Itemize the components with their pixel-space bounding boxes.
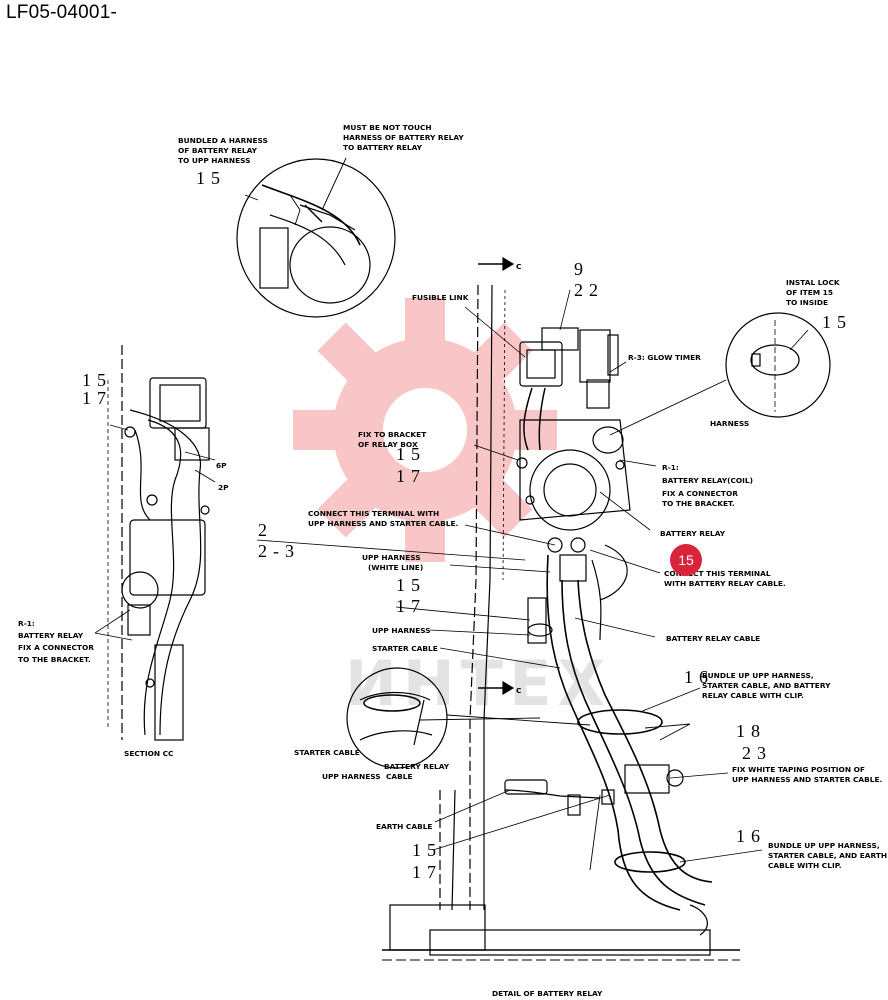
svg-text:OF BATTERY RELAY: OF BATTERY RELAY — [178, 146, 258, 155]
callout-17-b: 17 — [396, 596, 426, 616]
svg-text:STARTER CABLE, AND EARTH: STARTER CABLE, AND EARTH — [768, 851, 887, 860]
svg-text:BUNDLE UP UPP HARNESS,: BUNDLE UP UPP HARNESS, — [702, 671, 814, 680]
section-cc-title: SECTION CC — [124, 749, 173, 758]
svg-text:UPP HARNESS AND STARTER CABLE.: UPP HARNESS AND STARTER CABLE. — [308, 519, 458, 528]
detail-title: DETAIL OF BATTERY RELAY — [492, 989, 603, 998]
svg-text:FIX A CONNECTOR: FIX A CONNECTOR — [18, 643, 94, 652]
svg-text:TO INSIDE: TO INSIDE — [786, 298, 828, 307]
detail-upp-label: UPP HARNESS — [322, 772, 381, 781]
label-2p: 2P — [218, 483, 229, 492]
callout-18: 18 — [736, 721, 766, 741]
starter-cable-label: STARTER CABLE — [372, 644, 438, 653]
callout-15-right: 15 — [822, 312, 852, 332]
svg-text:R-1:: R-1: — [18, 619, 35, 628]
upp-harness-label: UPP HARNESS — [372, 626, 431, 635]
callout-15-c: 15 — [412, 840, 442, 860]
battery-relay-cable-label: BATTERY RELAY CABLE — [666, 634, 760, 643]
svg-text:FIX WHITE TAPING POSITION OF: FIX WHITE TAPING POSITION OF — [732, 765, 865, 774]
detail-battery-label: BATTERY RELAY CABLE — [384, 762, 450, 781]
main-assembly — [346, 256, 740, 961]
install-lock-label: INSTAL LOCK OF ITEM 15 TO INSIDE — [786, 278, 840, 307]
svg-text:BATTERY RELAY(COIL): BATTERY RELAY(COIL) — [662, 476, 753, 485]
callout-15-top: 15 — [196, 168, 226, 188]
glow-timer-label: R-3: GLOW TIMER — [628, 353, 701, 362]
svg-text:TO BATTERY RELAY: TO BATTERY RELAY — [343, 143, 423, 152]
svg-text:FIX TO BRACKET: FIX TO BRACKET — [358, 430, 426, 439]
top-detail-circle — [236, 157, 396, 318]
svg-text:UPP HARNESS: UPP HARNESS — [362, 553, 421, 562]
svg-text:UPP HARNESS AND STARTER CABLE.: UPP HARNESS AND STARTER CABLE. — [732, 775, 882, 784]
svg-text:TO THE BRACKET.: TO THE BRACKET. — [18, 655, 91, 664]
right-detail-circle — [609, 312, 831, 436]
battery-relay-label: BATTERY RELAY — [660, 529, 726, 538]
callout-marker-badge[interactable]: 15 — [670, 544, 702, 576]
watermark: ИНТЕХ — [293, 298, 605, 720]
must-not-touch-label: MUST BE NOT TOUCH HARNESS OF BATTERY REL… — [343, 123, 464, 152]
svg-text:TO THE BRACKET.: TO THE BRACKET. — [662, 499, 735, 508]
connect-upp-label: CONNECT THIS TERMINAL WITH UPP HARNESS A… — [308, 509, 458, 528]
detail-starter-label: STARTER CABLE — [294, 748, 360, 757]
connect-relay-label: CONNECT THIS TERMINAL WITH BATTERY RELAY… — [664, 569, 786, 588]
leader-lines — [256, 289, 763, 863]
left-callout-17: 17 — [82, 388, 112, 408]
svg-text:BUNDLED A HARNESS: BUNDLED A HARNESS — [178, 136, 268, 145]
fix-taping-label: FIX WHITE TAPING POSITION OF UPP HARNESS… — [732, 765, 882, 784]
svg-text:RELAY CABLE WITH CLIP.: RELAY CABLE WITH CLIP. — [702, 691, 804, 700]
fusible-link-label: FUSIBLE LINK — [412, 293, 469, 302]
svg-text:(WHITE LINE): (WHITE LINE) — [368, 563, 423, 572]
upp-white-label: UPP HARNESS (WHITE LINE) — [362, 553, 423, 572]
section-c-top: C — [516, 262, 521, 271]
svg-text:OF RELAY BOX: OF RELAY BOX — [358, 440, 418, 449]
callout-2: 2 — [258, 520, 273, 540]
svg-text:TO UPP HARNESS: TO UPP HARNESS — [178, 156, 250, 165]
svg-text:STARTER CABLE, AND BATTERY: STARTER CABLE, AND BATTERY — [702, 681, 831, 690]
callout-15-mid: 15 — [396, 444, 426, 464]
svg-text:FIX A CONNECTOR: FIX A CONNECTOR — [662, 489, 738, 498]
callout-23: 23 — [742, 743, 772, 763]
bundle-clip-2-label: BUNDLE UP UPP HARNESS, STARTER CABLE, AN… — [768, 841, 887, 870]
svg-text:BATTERY RELAY: BATTERY RELAY — [384, 762, 450, 771]
svg-text:R-1:: R-1: — [662, 463, 679, 472]
svg-text:INSTAL LOCK: INSTAL LOCK — [786, 278, 840, 287]
fix-bracket-label: FIX TO BRACKET OF RELAY BOX — [358, 430, 426, 449]
callout-16-b: 16 — [736, 826, 766, 846]
document-id: LF05-04001- — [6, 2, 117, 23]
callout-15-b: 15 — [396, 575, 426, 595]
r1-coil-label: R-1: BATTERY RELAY(COIL) FIX A CONNECTOR… — [662, 463, 753, 508]
callout-9: 9 — [574, 259, 589, 279]
svg-text:OF ITEM 15: OF ITEM 15 — [786, 288, 833, 297]
bundle-clip-1-label: BUNDLE UP UPP HARNESS, STARTER CABLE, AN… — [702, 671, 831, 700]
label-6p: 6P — [216, 461, 227, 470]
earth-cable-label: EARTH CABLE — [376, 822, 432, 831]
callout-17-c: 17 — [412, 862, 442, 882]
svg-text:CONNECT THIS TERMINAL WITH: CONNECT THIS TERMINAL WITH — [308, 509, 439, 518]
left-r1-label: R-1: BATTERY RELAY FIX A CONNECTOR TO TH… — [18, 619, 94, 664]
section-cc-view — [94, 345, 216, 741]
svg-text:CONNECT THIS TERMINAL: CONNECT THIS TERMINAL — [664, 569, 771, 578]
bundled-harness-label: BUNDLED A HARNESS OF BATTERY RELAY TO UP… — [178, 136, 268, 165]
harness-label: HARNESS — [710, 419, 749, 428]
callout-17-mid: 17 — [396, 466, 426, 486]
callout-16-a: 16 — [684, 667, 714, 687]
svg-text:MUST BE NOT TOUCH: MUST BE NOT TOUCH — [343, 123, 432, 132]
svg-text:HARNESS OF BATTERY RELAY: HARNESS OF BATTERY RELAY — [343, 133, 464, 142]
svg-text:WITH BATTERY RELAY CABLE.: WITH BATTERY RELAY CABLE. — [664, 579, 786, 588]
callout-2-3: 2-3 — [258, 541, 300, 561]
svg-text:CABLE: CABLE — [386, 772, 413, 781]
left-callout-15: 15 — [82, 370, 112, 390]
svg-text:CABLE WITH CLIP.: CABLE WITH CLIP. — [768, 861, 842, 870]
watermark-gear-icon — [293, 298, 557, 562]
svg-text:BATTERY RELAY: BATTERY RELAY — [18, 631, 84, 640]
callout-22: 22 — [574, 280, 604, 300]
svg-text:BUNDLE UP UPP HARNESS,: BUNDLE UP UPP HARNESS, — [768, 841, 880, 850]
section-c-bottom: C — [516, 686, 521, 695]
